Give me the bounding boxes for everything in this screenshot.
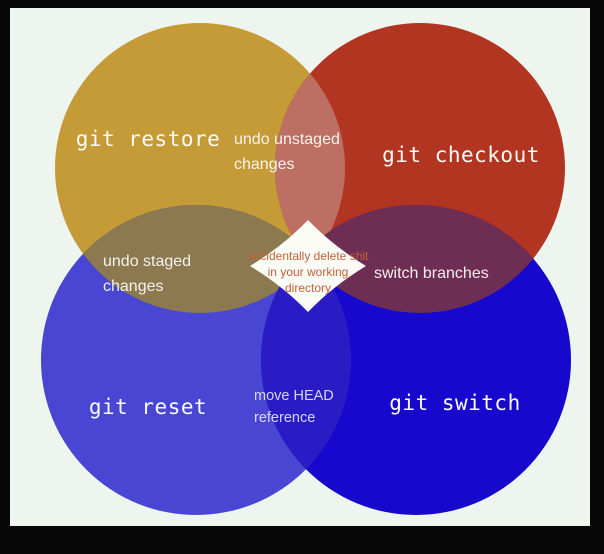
checkout-label: git checkout — [382, 143, 540, 167]
restore-reset-overlap — [55, 205, 345, 313]
center-diamond — [250, 220, 366, 312]
center-label: accidentally delete shit in your working… — [247, 249, 369, 296]
reset-label: git reset — [88, 395, 208, 419]
restore-checkout-overlap-label: undo unstaged changes — [234, 131, 340, 173]
checkout-switch-overlap-label: switch branches — [374, 265, 489, 282]
reset-switch-overlap-label: move HEAD reference — [254, 388, 334, 427]
restore-label: git restore — [75, 127, 221, 151]
switch-label: git switch — [389, 391, 521, 415]
restore-reset-overlap-label: undo staged changes — [103, 253, 192, 295]
venn-diagram — [41, 23, 571, 515]
venn-diagram-canvas: git restore git checkout git reset git s… — [10, 8, 590, 526]
